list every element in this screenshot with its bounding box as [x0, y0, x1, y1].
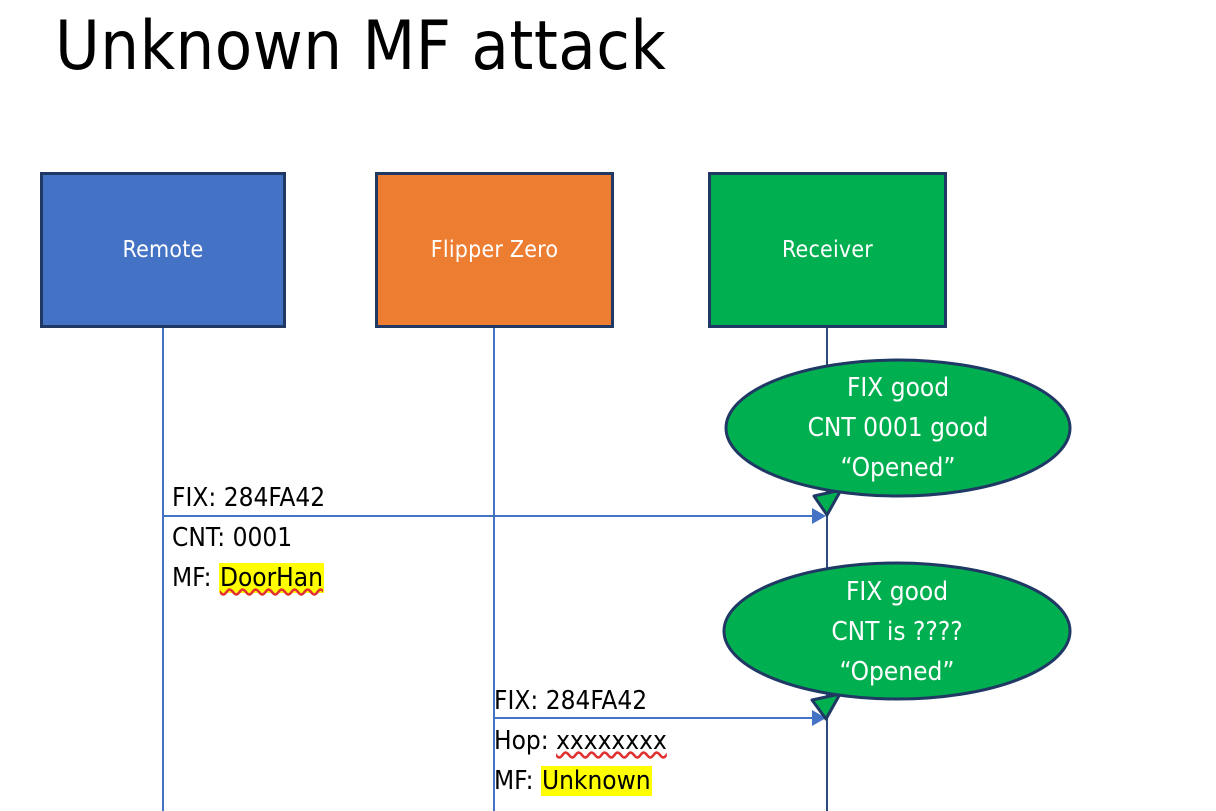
message-line-fix-prefix: FIX: [494, 686, 546, 716]
callout-ellipse-icon [722, 561, 1072, 701]
message-line-fix-value: 284FA42 [545, 686, 648, 716]
message-line-mf-prefix: MF: [494, 766, 541, 796]
message-line-mf-value: Unknown [540, 766, 652, 796]
message-arrow-remote-to-receiver [163, 515, 818, 517]
lifeline-flipper-zero [493, 328, 495, 811]
actor-label-receiver: Receiver [781, 237, 874, 263]
actor-label-flipper-zero: Flipper Zero [430, 237, 559, 263]
message-line-fix-value: 284FA42 [223, 483, 326, 513]
message-line-cnt: CNT: 0001 [172, 518, 325, 558]
callout-first-reception: FIX good CNT 0001 good “Opened” [724, 358, 1072, 518]
message-line-mf: MF: DoorHan [172, 558, 325, 598]
message-line-hop: Hop: xxxxxxxx [494, 721, 667, 761]
message-line-fix: FIX: 284FA42 [172, 478, 325, 518]
message-line-mf-value: DoorHan [218, 563, 324, 593]
callout-tail-icon [812, 488, 843, 517]
arrow-head-icon [812, 508, 826, 524]
actor-box-receiver[interactable]: Receiver [708, 172, 947, 328]
message-line-cnt-value: 0001 [232, 523, 293, 553]
message-line-mf: MF: Unknown [494, 761, 667, 801]
callout-ellipse-icon [724, 358, 1072, 498]
message-line-fix: FIX: 284FA42 [494, 681, 667, 721]
message-arrow-flipper-to-receiver [494, 717, 818, 719]
message-line-fix-prefix: FIX: [172, 483, 224, 513]
message-line-hop-prefix: Hop: [494, 726, 557, 756]
message-labels-remote-to-receiver: FIX: 284FA42 CNT: 0001 MF: DoorHan [172, 478, 325, 598]
actor-box-remote[interactable]: Remote [40, 172, 286, 328]
message-line-cnt-prefix: CNT: [172, 523, 233, 553]
message-line-mf-prefix: MF: [172, 563, 219, 593]
message-labels-flipper-to-receiver: FIX: 284FA42 Hop: xxxxxxxx MF: Unknown [494, 681, 667, 801]
lifeline-remote [162, 328, 164, 811]
callout-bubble-shape [724, 358, 1072, 517]
actor-box-flipper-zero[interactable]: Flipper Zero [375, 172, 614, 328]
callout-second-reception: FIX good CNT is ???? “Opened” [722, 561, 1072, 722]
page-title: Unknown MF attack [55, 7, 667, 86]
callout-tail-icon [810, 692, 842, 721]
actor-label-remote: Remote [122, 237, 204, 263]
message-line-hop-value: xxxxxxxx [556, 726, 667, 756]
callout-bubble-shape [722, 561, 1072, 721]
